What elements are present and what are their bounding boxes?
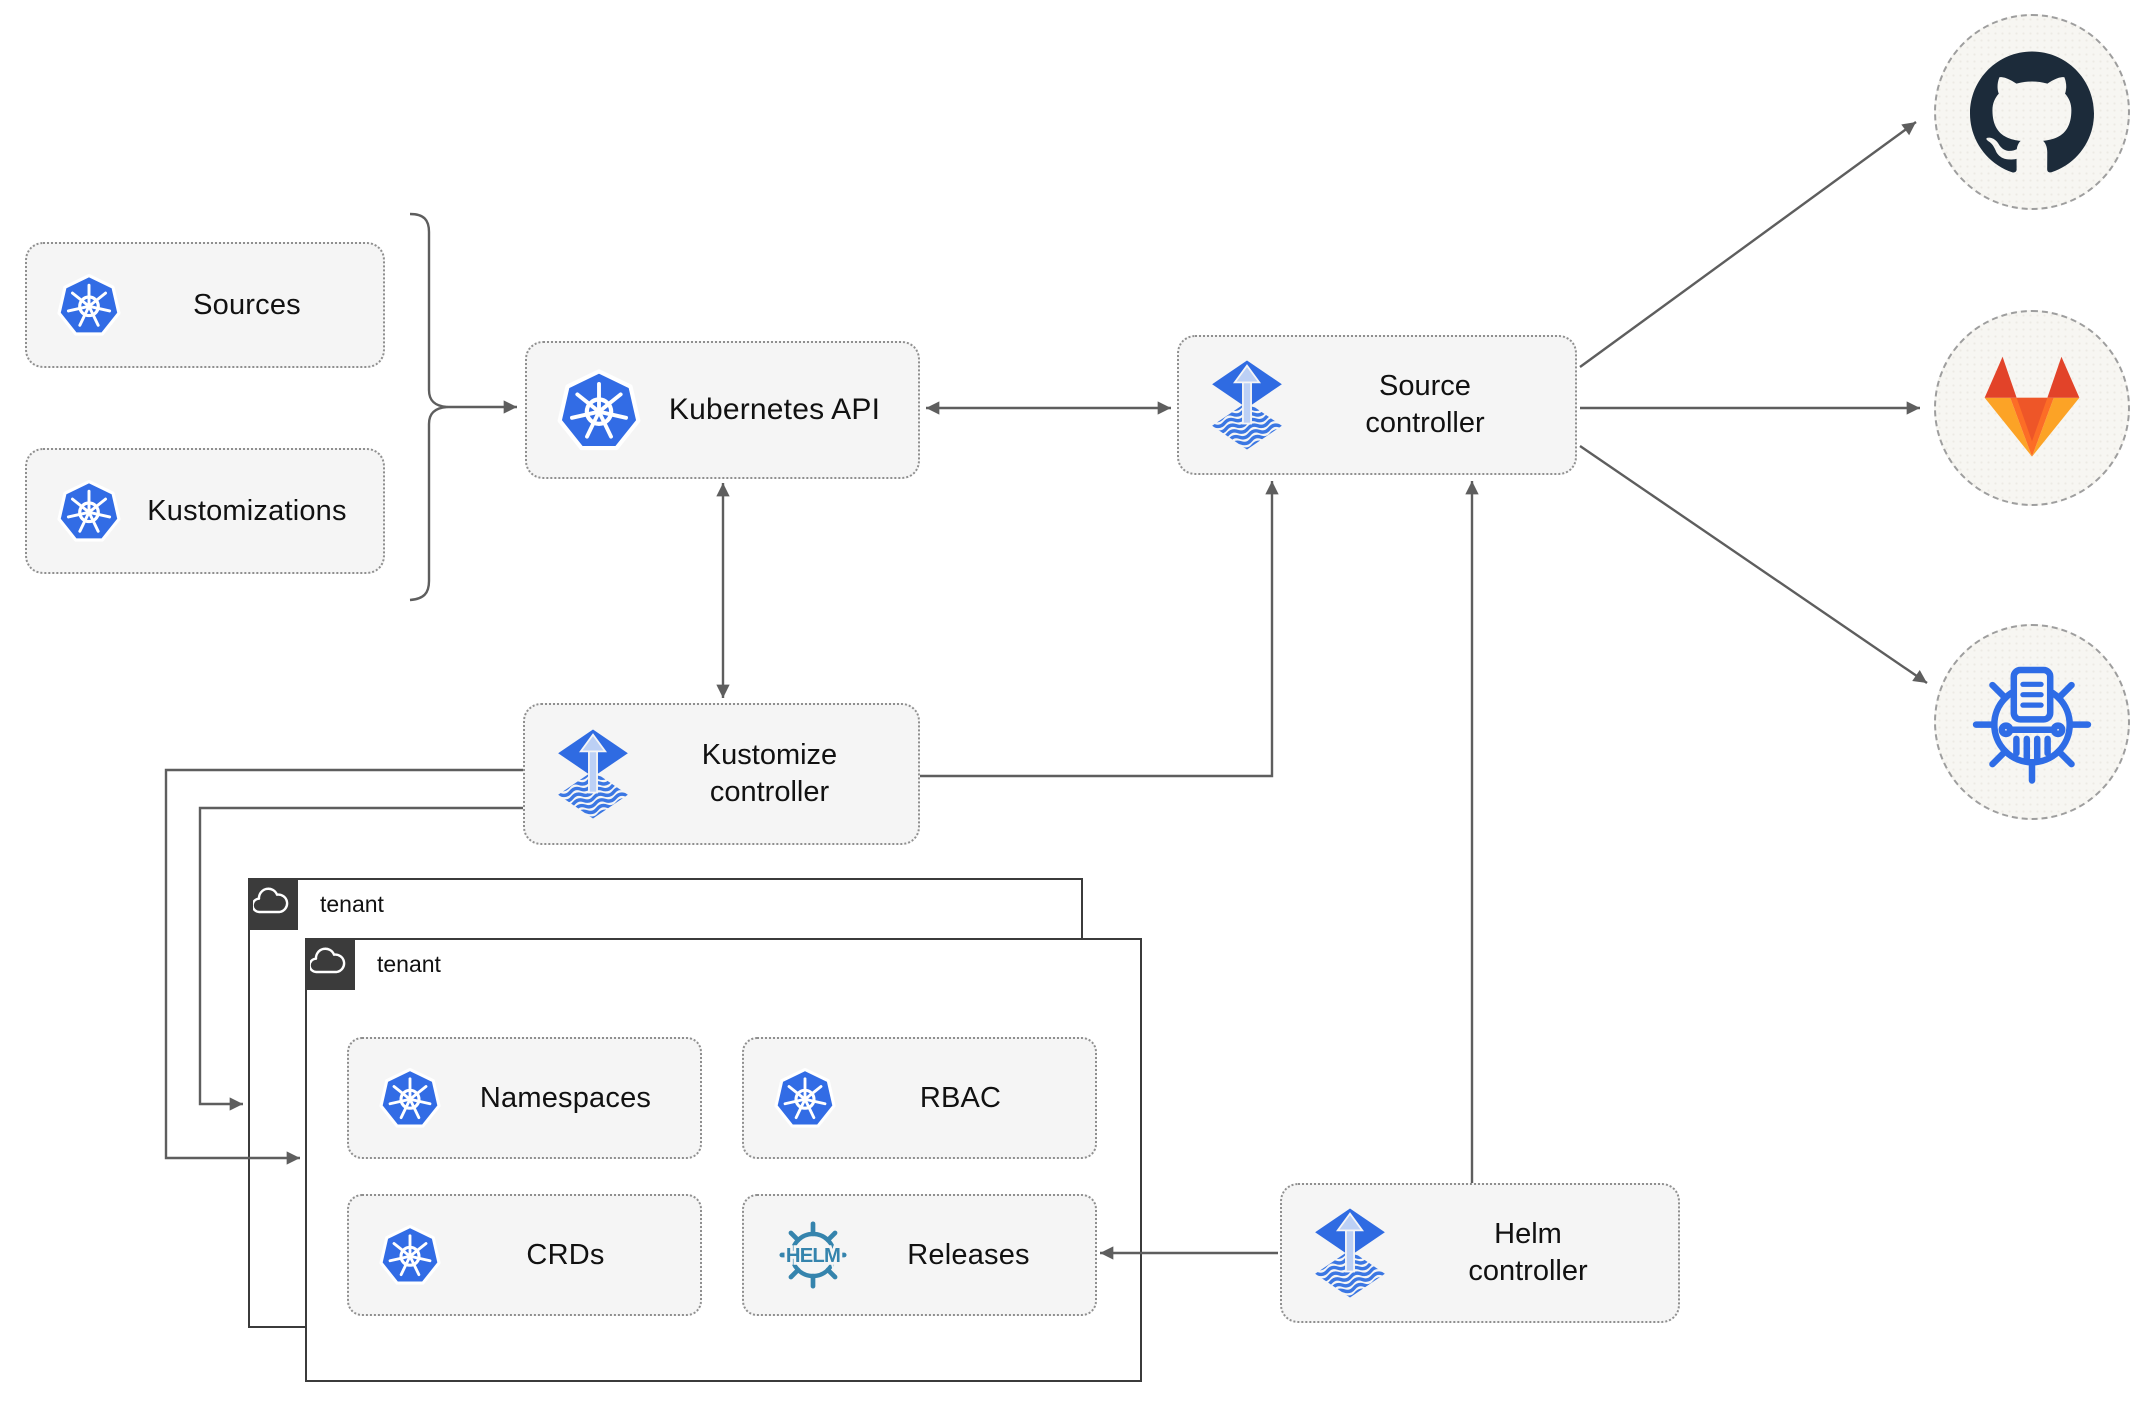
releases-label: Releases <box>907 1238 1030 1271</box>
kubernetes-icon <box>379 1067 441 1129</box>
kubernetes-icon <box>557 368 641 452</box>
namespaces-node: Namespaces <box>347 1037 702 1159</box>
sources-node: Sources <box>25 242 385 368</box>
tenant-label-back: tenant <box>320 890 384 917</box>
kubernetes-icon <box>57 273 121 337</box>
cloud-icon <box>253 887 289 914</box>
flux-icon <box>555 728 631 820</box>
tenant-box-front: tenant Namespaces RBAC CRDs <box>305 938 1142 1382</box>
brace-sources-group <box>409 212 449 602</box>
source-controller-label: Source controller <box>1365 370 1485 439</box>
flux-icon <box>1209 359 1285 451</box>
kubernetes-icon <box>379 1224 441 1286</box>
github-node <box>1934 14 2130 210</box>
connector-source-to-github <box>1579 121 1917 368</box>
kustomizations-label: Kustomizations <box>147 494 347 527</box>
kubernetes-icon <box>774 1067 836 1129</box>
source-controller-node: Source controller <box>1177 335 1577 475</box>
helm-logo-text: HELM <box>786 1245 840 1267</box>
kustomizations-node: Kustomizations <box>25 448 385 574</box>
namespaces-label: Namespaces <box>479 1081 652 1114</box>
kustomize-controller-node: Kustomize controller <box>523 703 920 845</box>
helm-controller-label: Helm controller <box>1468 1218 1588 1287</box>
kubernetes-api-label: Kubernetes API <box>668 393 881 426</box>
tenant-tab-front <box>305 938 355 990</box>
connector-kustomize-to-source <box>920 481 1279 778</box>
gitlab-node <box>1934 310 2130 506</box>
tenant-tab-back <box>248 878 298 930</box>
tenant-label-front: tenant <box>377 950 441 977</box>
connector-source-to-bucket <box>1579 445 1928 684</box>
releases-node: HELM Releases <box>742 1194 1097 1316</box>
helm-icon: HELM <box>774 1216 852 1294</box>
sources-label: Sources <box>193 288 301 321</box>
bucket-node <box>1934 624 2130 820</box>
github-icon <box>1970 51 2094 173</box>
rbac-node: RBAC <box>742 1037 1097 1159</box>
helm-controller-node: Helm controller <box>1280 1183 1680 1323</box>
kubernetes-api-node: Kubernetes API <box>525 341 920 479</box>
bucket-registry-icon <box>1967 657 2097 787</box>
crds-node: CRDs <box>347 1194 702 1316</box>
gitlab-icon <box>1984 356 2080 457</box>
crds-label: CRDs <box>526 1238 605 1271</box>
flux-icon <box>1312 1207 1388 1299</box>
cloud-icon <box>310 947 346 974</box>
kustomize-controller-label: Kustomize controller <box>701 739 838 808</box>
rbac-label: RBAC <box>919 1081 1002 1114</box>
kubernetes-icon <box>57 479 121 543</box>
